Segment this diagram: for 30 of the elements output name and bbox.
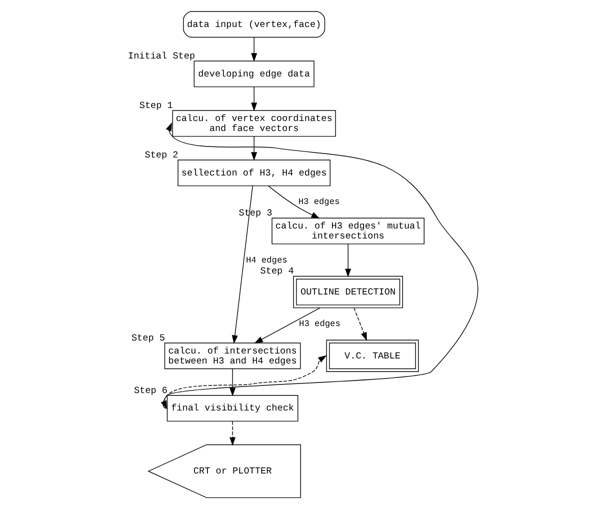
node-box: developing edge data — [193, 60, 314, 88]
node-box: V.C. TABLE — [326, 340, 418, 372]
node-box: calcu. of vertex coordinates and face vectors — [172, 110, 336, 137]
arrow — [268, 186, 320, 219]
arrow — [353, 308, 366, 341]
node-box: sellection of H3, H4 edges — [177, 160, 330, 186]
arrow — [250, 37, 257, 62]
arrow — [160, 355, 326, 410]
node-box: calcu. of H3 edges' mutual intersections — [271, 218, 424, 244]
node-box: final visibility check — [166, 394, 298, 422]
edge-label: H3 edges — [298, 197, 340, 208]
arrow — [229, 421, 236, 446]
arrow — [229, 368, 236, 396]
node-box: data input (vertex,face) — [182, 11, 325, 38]
node-label: Step 6 — [133, 384, 168, 396]
node-box: OUTLINE DETECTION — [292, 276, 402, 308]
node-label: Initial Step — [127, 50, 195, 62]
arrow — [250, 86, 257, 112]
arrow — [231, 186, 252, 344]
node-label: Step 1 — [138, 100, 172, 111]
arrow — [162, 122, 478, 409]
node-label: Step 4 — [260, 266, 294, 277]
arrow — [254, 308, 320, 344]
arrow — [344, 244, 351, 278]
edge-label: H3 edges — [298, 319, 340, 330]
edge-label: H4 edges — [245, 255, 287, 266]
arrow — [250, 136, 257, 161]
node-box: calcu. of intersections between H3 and H4 edges — [164, 342, 300, 370]
node-label: Step 2 — [144, 149, 178, 160]
node-label: Step 5 — [130, 332, 165, 344]
